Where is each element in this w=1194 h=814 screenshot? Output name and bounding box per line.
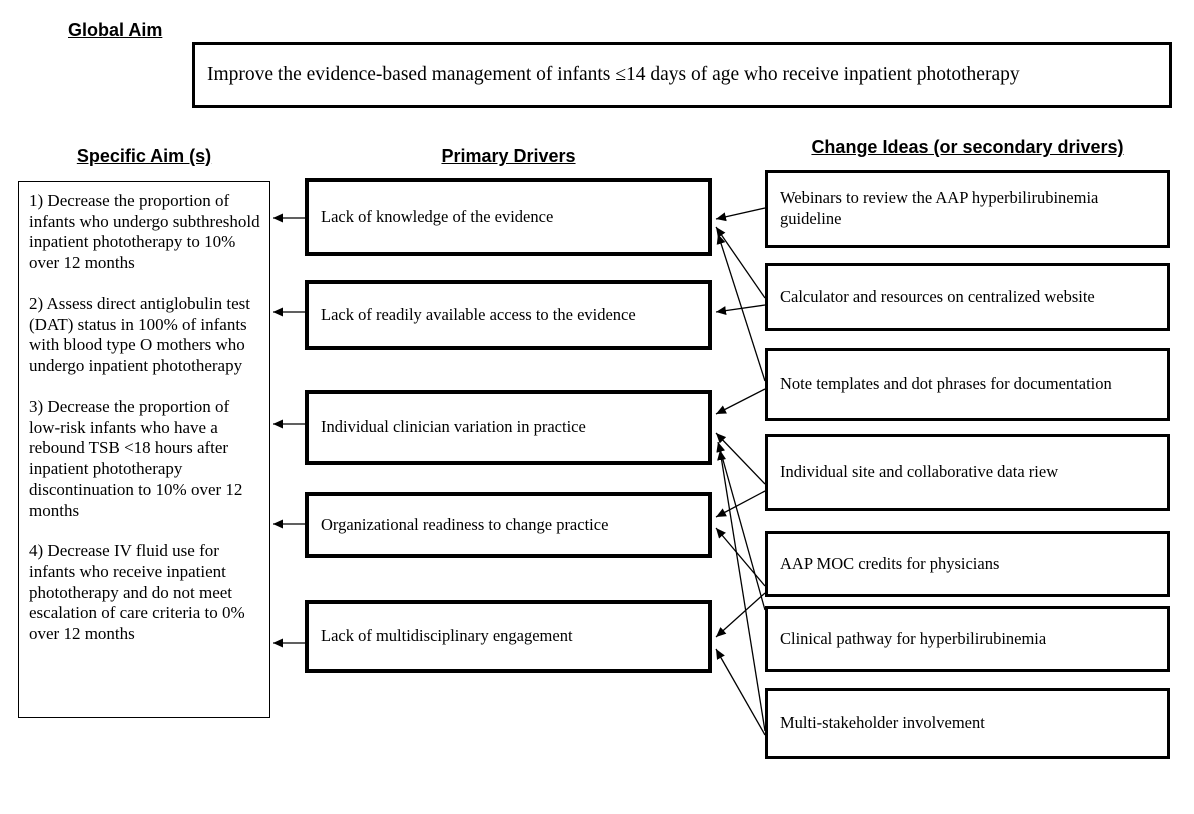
change-idea-label-3: Note templates and dot phrases for docum… <box>780 374 1112 394</box>
arrow-change-5-to-driver-4 <box>715 527 766 587</box>
driver-label-1: Lack of knowledge of the evidence <box>321 206 554 226</box>
arrow-change-3-to-driver-1 <box>716 233 766 382</box>
global-aim-text: Improve the evidence-based management of… <box>207 63 1020 85</box>
change-idea-box-1: Webinars to review the AAP hyperbilirubi… <box>765 170 1170 248</box>
arrow-change-4-to-driver-3 <box>715 432 766 485</box>
change-idea-box-6: Clinical pathway for hyperbilirubinemia <box>765 606 1170 672</box>
specific-aim-2: 2) Assess direct antiglobulin test (DAT)… <box>29 293 250 376</box>
global-aim-heading: Global Aim <box>68 20 163 40</box>
driver-label-4: Organizational readiness to change pract… <box>321 514 609 534</box>
arrow-change-4-to-driver-4 <box>715 490 766 518</box>
arrow-change-1-to-driver-1 <box>715 207 766 222</box>
specific-aim-1: 1) Decrease the proportion of infants wh… <box>29 191 260 273</box>
driver-box-5: Lack of multidisciplinary engagement <box>305 600 712 673</box>
driver-box-4: Organizational readiness to change pract… <box>305 492 712 558</box>
change-idea-label-7: Multi-stakeholder involvement <box>780 713 985 733</box>
specific-aims-box: 1) Decrease the proportion of infants wh… <box>18 181 270 718</box>
global-aim-box: Improve the evidence-based management of… <box>192 42 1172 108</box>
change-idea-box-4: Individual site and collaborative data r… <box>765 434 1170 511</box>
driver-box-2: Lack of readily available access to the … <box>305 280 712 350</box>
change-idea-box-2: Calculator and resources on centralized … <box>765 263 1170 331</box>
change-idea-label-1: Webinars to review the AAP hyperbilirubi… <box>780 188 1099 228</box>
arrow-change-2-to-driver-1 <box>715 226 766 299</box>
change-idea-label-6: Clinical pathway for hyperbilirubinemia <box>780 628 1047 648</box>
driver-label-5: Lack of multidisciplinary engagement <box>321 626 573 646</box>
driver-box-1: Lack of knowledge of the evidence <box>305 178 712 256</box>
specific-aim-3: 3) Decrease the proportion of low-risk i… <box>29 396 243 520</box>
change-idea-label-5: AAP MOC credits for physicians <box>780 553 1000 573</box>
arrow-change-7-to-driver-3 <box>717 449 766 732</box>
change-idea-label-4: Individual site and collaborative data r… <box>780 462 1059 482</box>
change-idea-box-3: Note templates and dot phrases for docum… <box>765 348 1170 421</box>
change-ideas-heading: Change Ideas (or secondary drivers) <box>811 137 1124 157</box>
arrow-change-5-to-driver-5 <box>715 592 766 638</box>
driver-label-2: Lack of readily available access to the … <box>321 304 636 324</box>
arrow-change-7-to-driver-5 <box>715 648 766 736</box>
specific-aim-4: 4) Decrease IV fluid use for infants who… <box>29 541 245 644</box>
change-idea-box-7: Multi-stakeholder involvement <box>765 688 1170 759</box>
arrow-change-6-to-driver-3 <box>716 441 766 611</box>
change-idea-label-2: Calculator and resources on centralized … <box>780 286 1095 306</box>
primary-drivers-heading: Primary Drivers <box>441 146 576 166</box>
change-idea-box-5: AAP MOC credits for physicians <box>765 531 1170 597</box>
arrow-change-3-to-driver-3 <box>715 388 766 415</box>
arrow-change-2-to-driver-2 <box>715 304 766 316</box>
driver-box-3: Individual clinician variation in practi… <box>305 390 712 465</box>
driver-label-3: Individual clinician variation in practi… <box>321 417 586 437</box>
specific-aims-heading: Specific Aim (s) <box>76 146 212 166</box>
